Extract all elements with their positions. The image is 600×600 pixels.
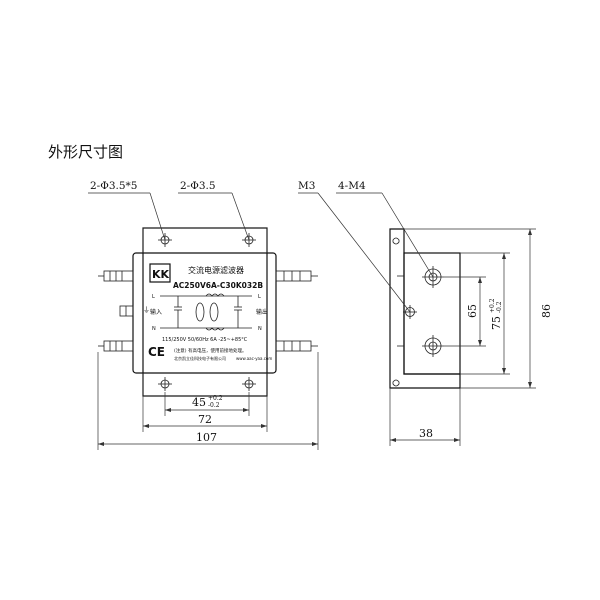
line-mark-in: L: [152, 294, 155, 300]
hole-callout-right: 2-Φ3.5: [178, 180, 250, 241]
screw-callout-m3-text: M3: [298, 180, 315, 192]
mounting-flange: [142, 227, 268, 397]
brand-logo: [149, 263, 171, 283]
terminal-left-top: [98, 270, 134, 282]
ce-mark: CE: [148, 345, 165, 359]
dim-height-overall-value: 86: [540, 304, 553, 318]
input-label: 输入: [150, 308, 162, 316]
dim-height-inner: 65: [444, 276, 486, 347]
side-body: [403, 252, 461, 375]
mounting-hole-bottom-left: [158, 377, 172, 391]
warning-line: (注意) 有高电压，使用前接地处理。: [174, 347, 246, 354]
mounting-hole-bottom-right: [242, 377, 256, 391]
dim-height-mid-tol-upper: +0.2: [489, 298, 496, 313]
hole-callout-left: 2-Φ3.5*5: [88, 180, 166, 241]
dim-side-depth-value: 38: [419, 427, 433, 440]
hole-callout-left-text: 2-Φ3.5*5: [90, 180, 137, 192]
dim-overall-width-value: 107: [196, 431, 217, 444]
dim-overall-width: 107: [97, 352, 319, 450]
terminal-right-bottom: [275, 340, 318, 352]
dim-height-mid-value: 75: [490, 316, 503, 330]
dim-side-depth: 38: [389, 388, 461, 446]
neutral-mark-in: N: [152, 326, 156, 332]
model-number: AC250V6A-C30K032B: [173, 281, 263, 290]
line-mark-out: L: [258, 294, 261, 300]
dim-height-mid-tol-lower: -0.2: [496, 301, 503, 313]
ground-mark: ⏚: [143, 306, 150, 314]
screw-callout-m4: 4-M4: [336, 180, 434, 278]
hole-callout-right-text: 2-Φ3.5: [180, 180, 216, 192]
dim-body-width: 72: [142, 396, 268, 432]
neutral-mark-out: N: [258, 326, 262, 332]
dim-hole-spacing-value: 45: [192, 396, 206, 409]
spec-line: 115/250V 50/60Hz 6A -25~+85°C: [162, 337, 248, 343]
drawing-title: 外形尺寸图: [48, 143, 123, 161]
dim-hole-spacing-tol-lower: -0.2: [208, 402, 220, 409]
screw-callout-m3: M3: [298, 180, 411, 313]
terminal-right-top: [275, 270, 318, 282]
dim-hole-spacing-tol-upper: +0.2: [208, 395, 223, 402]
dim-height-inner-value: 65: [466, 304, 479, 318]
output-label: 输出: [256, 308, 268, 316]
terminal-left-ground: [119, 305, 134, 317]
circuit-schematic: [160, 293, 252, 331]
screw-callout-m4-text: 4-M4: [338, 180, 366, 192]
product-name: 交流电源滤波器: [188, 265, 244, 275]
terminal-left-bottom: [98, 340, 134, 352]
screw-m4-bottom: [422, 335, 444, 357]
maker-line: 北京凯立佳科技电子有限公司: [174, 355, 226, 361]
product-label: KK 交流电源滤波器 AC250V6A-C30K032B L L 输入 输出 ⏚…: [143, 263, 272, 361]
dim-hole-spacing: 45 +0.2 -0.2: [164, 392, 250, 416]
side-view: [389, 228, 461, 389]
dim-height-overall: 86: [404, 228, 553, 389]
website-line: www.aac-yaa.com: [236, 356, 272, 361]
dim-height-mid: 75 +0.2 -0.2: [460, 252, 510, 375]
dim-body-width-value: 72: [198, 413, 212, 426]
front-view: KK 交流电源滤波器 AC250V6A-C30K032B L L 输入 输出 ⏚…: [98, 227, 318, 397]
brand-mark: KK: [152, 268, 170, 281]
